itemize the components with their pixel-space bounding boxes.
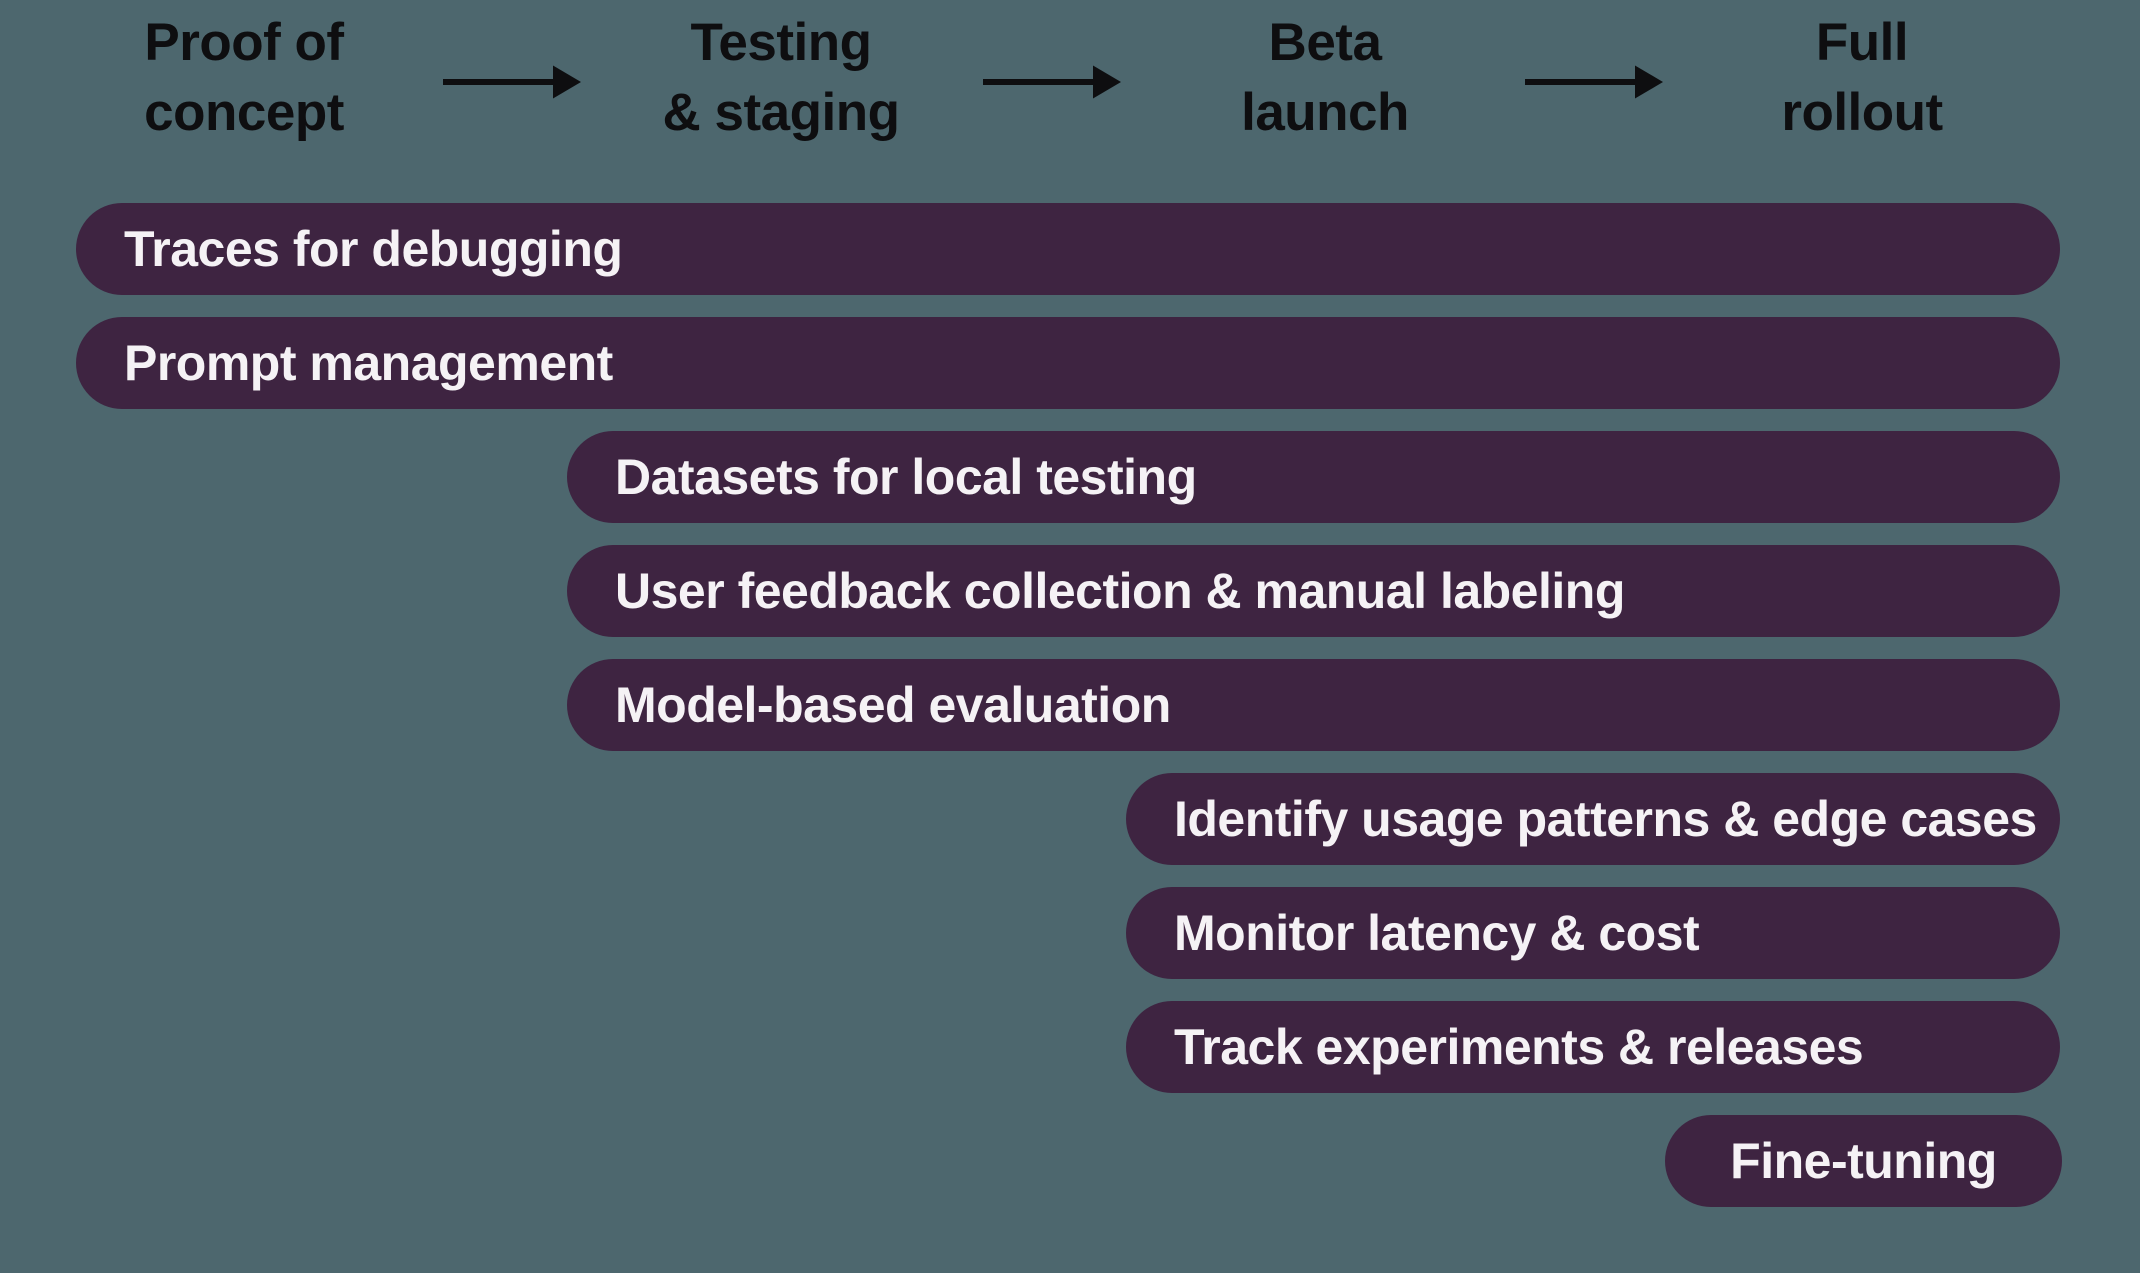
- bar-label: Datasets for local testing: [615, 449, 1197, 505]
- bar-label: Fine-tuning: [1730, 1133, 1997, 1189]
- bar-identify-usage-patterns: Identify usage patterns & edge cases: [1126, 773, 2060, 865]
- bar-user-feedback-collection: User feedback collection & manual labeli…: [567, 545, 2060, 637]
- stage-label-line: & staging: [662, 83, 900, 142]
- stage-label-proof-of-concept: Proof of concept: [144, 8, 344, 148]
- bar-label: Track experiments & releases: [1174, 1019, 1864, 1075]
- stage-label-line: Testing: [690, 13, 872, 72]
- arrow-right-icon: [983, 65, 1121, 99]
- bar-prompt-management: Prompt management: [76, 317, 2060, 409]
- bar-model-based-evaluation: Model-based evaluation: [567, 659, 2060, 751]
- stage-label-full-rollout: Full rollout: [1781, 8, 1943, 148]
- stage-label-beta-launch: Beta launch: [1241, 8, 1409, 148]
- bar-label: User feedback collection & manual labeli…: [615, 563, 1625, 619]
- stage-label-line: Beta: [1268, 13, 1382, 72]
- bar-label: Model-based evaluation: [615, 677, 1171, 733]
- stage-label-line: rollout: [1781, 83, 1943, 142]
- bar-monitor-latency-cost: Monitor latency & cost: [1126, 887, 2060, 979]
- bar-label: Prompt management: [124, 335, 613, 391]
- bar-label: Monitor latency & cost: [1174, 905, 1700, 961]
- stage-label-line: launch: [1241, 83, 1409, 142]
- bar-fine-tuning: Fine-tuning: [1665, 1115, 2062, 1207]
- stage-label-testing-staging: Testing & staging: [663, 8, 900, 148]
- bar-label: Identify usage patterns & edge cases: [1174, 791, 2037, 847]
- stage-label-line: concept: [144, 83, 344, 142]
- bar-label: Traces for debugging: [124, 221, 623, 277]
- bar-track-experiments-releases: Track experiments & releases: [1126, 1001, 2060, 1093]
- arrow-right-icon: [443, 65, 581, 99]
- arrow-right-icon: [1525, 65, 1663, 99]
- bar-traces-for-debugging: Traces for debugging: [76, 203, 2060, 295]
- stage-label-line: Full: [1815, 13, 1909, 72]
- stage-label-line: Proof of: [144, 13, 344, 72]
- bar-datasets-for-local-testing: Datasets for local testing: [567, 431, 2060, 523]
